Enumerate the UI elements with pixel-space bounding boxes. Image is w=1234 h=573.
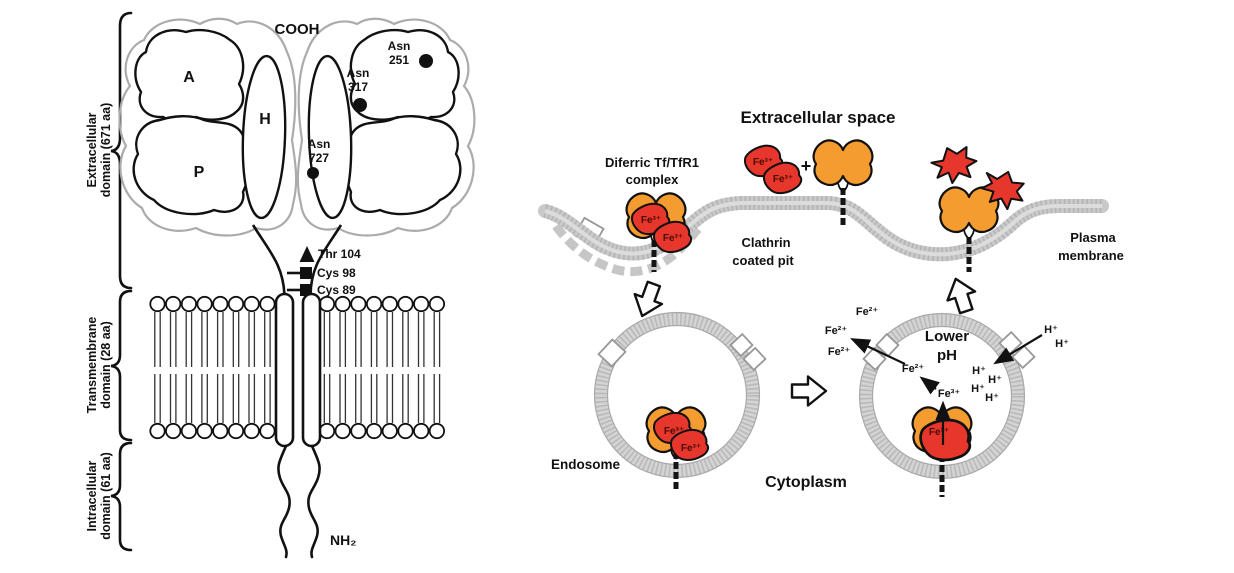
extracellular-bracket-label-2: domain (671 aa)	[99, 103, 113, 197]
endosome-label: Endosome	[551, 457, 621, 472]
cytoplasm-label: Cytoplasm	[765, 474, 847, 491]
fe3-label-6: Fe³⁺	[681, 443, 701, 454]
lipid-bilayer	[149, 295, 446, 440]
fe2-label-1: Fe²⁺	[902, 363, 925, 375]
cys89-label: Cys 89	[317, 283, 356, 297]
intracellular-bracket-label-1: Intracellular	[85, 460, 99, 531]
fe3-label-7: Fe³⁺	[929, 427, 949, 438]
thr104-marker-triangle	[299, 246, 315, 262]
lower-ph-label-2: pH	[937, 347, 957, 364]
transmembrane-bracket	[110, 289, 133, 442]
lower-ph-label-1: Lower	[925, 328, 969, 345]
h-label-1: H⁺	[1044, 324, 1058, 336]
h-label-3: H⁺	[972, 365, 986, 377]
fe3-label-8: Fe³⁺	[938, 388, 961, 400]
domain-h-label: H	[259, 111, 271, 128]
asn-251-number: 251	[389, 53, 409, 67]
recycling-arrow-up-icon	[940, 273, 982, 317]
asn-727-number: 727	[309, 151, 329, 165]
h-label-4: H⁺	[988, 374, 1002, 386]
intracellular-bracket	[110, 441, 133, 552]
asn-727-dot	[307, 167, 319, 179]
domain-p-label: P	[194, 164, 205, 181]
intracellular-tail-right	[307, 444, 321, 559]
fe3-label-5: Fe³⁺	[664, 426, 684, 437]
h-import-arrow	[993, 334, 1043, 365]
h-label-5: H⁺	[971, 383, 985, 395]
asn-317-dot	[353, 98, 367, 112]
fe2-label-3: Fe²⁺	[825, 325, 848, 337]
asn-317-number: 317	[348, 80, 368, 94]
asn-251-label: Asn	[388, 39, 411, 53]
apo-tf-blob	[927, 140, 982, 188]
fe3-label-2: Fe³⁺	[663, 233, 683, 244]
receptor-monomer-right	[296, 17, 476, 237]
plasma-membrane-label-2: membrane	[1058, 248, 1124, 263]
fe3-label-4: Fe³⁺	[773, 174, 793, 185]
h-label-6: H⁺	[985, 392, 999, 404]
intracellular-bracket-label-2: domain (61 aa)	[99, 452, 113, 540]
fe-reduction-arrow	[919, 376, 940, 395]
tfr1-structure-panel: Extracellular domain (671 aa) Transmembr…	[85, 11, 476, 559]
nh2-label: NH₂	[330, 532, 356, 548]
tfr1-receptor-recycling	[938, 186, 1000, 241]
extracellular-bracket-label-1: Extracellular	[85, 112, 99, 187]
asn-727-label: Asn	[308, 137, 331, 151]
asn-317-label: Asn	[347, 66, 370, 80]
transmembrane-helix-left	[274, 292, 295, 448]
extracellular-bracket	[110, 11, 133, 290]
tfr1-receptor-free	[812, 139, 874, 194]
intracellular-tail-left	[277, 444, 291, 559]
clathrin-pit-label-2: coated pit	[732, 253, 794, 268]
cys98-marker-square	[300, 267, 312, 279]
plus-sign: +	[801, 156, 812, 176]
receptor-stalk-left-line	[251, 224, 286, 296]
plasma-membrane-highlight	[544, 201, 1102, 257]
transmembrane-bracket-label-1: Transmembrane	[85, 317, 99, 414]
fe2-label-4: Fe²⁺	[828, 346, 851, 358]
fe-export-arrow	[850, 338, 906, 365]
fe2-label-2: Fe²⁺	[856, 306, 879, 318]
clathrin-pit-label-1: Clathrin	[741, 235, 790, 250]
transmembrane-helix-right	[301, 292, 322, 448]
plasma-membrane-label-1: Plasma	[1070, 230, 1116, 245]
membrane-channel	[597, 338, 627, 368]
transferrin-cycle-panel: Extracellular space Diferric Tf/TfR1 com…	[538, 108, 1124, 497]
thr104-label: Thr 104	[318, 247, 361, 261]
asn-251-dot	[419, 54, 433, 68]
clathrin-coat	[552, 223, 702, 277]
extracellular-space-title: Extracellular space	[741, 108, 896, 127]
maturation-arrow-right-icon	[790, 375, 828, 407]
fe3-label-3: Fe³⁺	[753, 157, 773, 168]
diferric-complex-label-1: Diferric Tf/TfR1	[605, 155, 699, 170]
fe3-label-1: Fe³⁺	[641, 215, 661, 226]
domain-a-label: A	[183, 69, 195, 86]
cys98-label: Cys 98	[317, 266, 356, 280]
transmembrane-bracket-label-2: domain (28 aa)	[99, 321, 113, 409]
diferric-complex-label-2: complex	[626, 172, 680, 187]
cooh-label: COOH	[275, 21, 320, 38]
h-label-2: H⁺	[1055, 338, 1069, 350]
